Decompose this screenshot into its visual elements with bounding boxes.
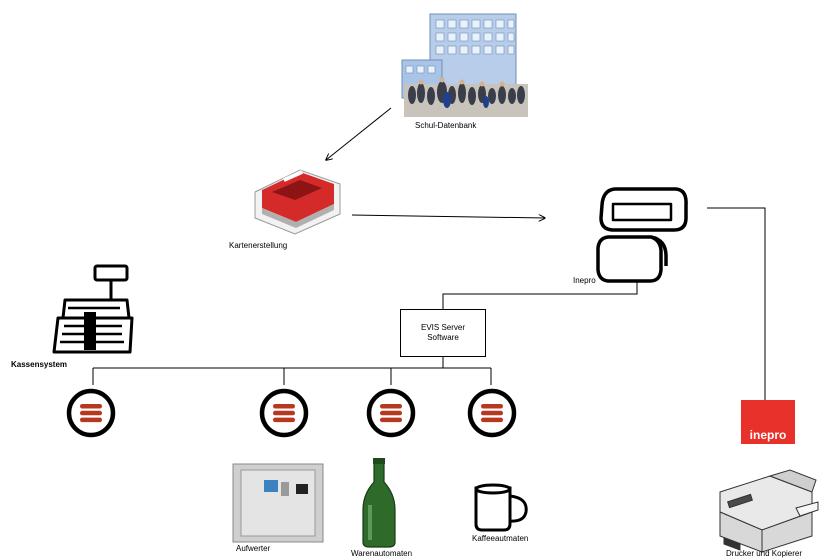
coffee-label: Kaffeeautmaten <box>472 534 529 543</box>
bottle-icon <box>362 458 396 548</box>
cash-register-icon <box>52 264 134 354</box>
card-reader-icon <box>369 391 413 435</box>
line-computer-to-logo <box>707 207 766 400</box>
arrow-db-to-card <box>326 107 392 160</box>
printer-label: Drucker und Kopierer <box>726 549 803 558</box>
card-reader-icon <box>262 391 306 435</box>
computer-icon <box>596 187 688 283</box>
svg-text:inepro: inepro <box>750 428 787 442</box>
computer-label: Inepro <box>573 276 596 285</box>
evis-server-box: EVIS Server Software <box>400 309 486 357</box>
school-database-label: Schul-Datenbank <box>415 121 477 130</box>
arrow-card-to-computer <box>351 215 545 218</box>
copier-icon <box>719 469 819 553</box>
vending-label: Warenautomaten <box>351 549 413 558</box>
top-up-machine-icon <box>232 463 324 543</box>
coffee-mug-icon <box>474 483 528 532</box>
line-computer-to-server <box>442 280 638 309</box>
server-subtitle: Software <box>427 333 459 342</box>
building-photo <box>401 13 528 117</box>
card-creation-label: Kartenerstellung <box>229 241 288 250</box>
cash-register-label: Kassensystem <box>11 360 68 369</box>
top-up-label: Aufwerter <box>236 544 271 553</box>
inepro-logo: inepro <box>741 400 795 444</box>
server-title: EVIS Server <box>420 323 465 332</box>
card-reader-icon <box>470 391 514 435</box>
card-printer-icon <box>254 169 341 235</box>
connector-lines <box>92 107 766 400</box>
card-reader-icon <box>69 391 113 435</box>
